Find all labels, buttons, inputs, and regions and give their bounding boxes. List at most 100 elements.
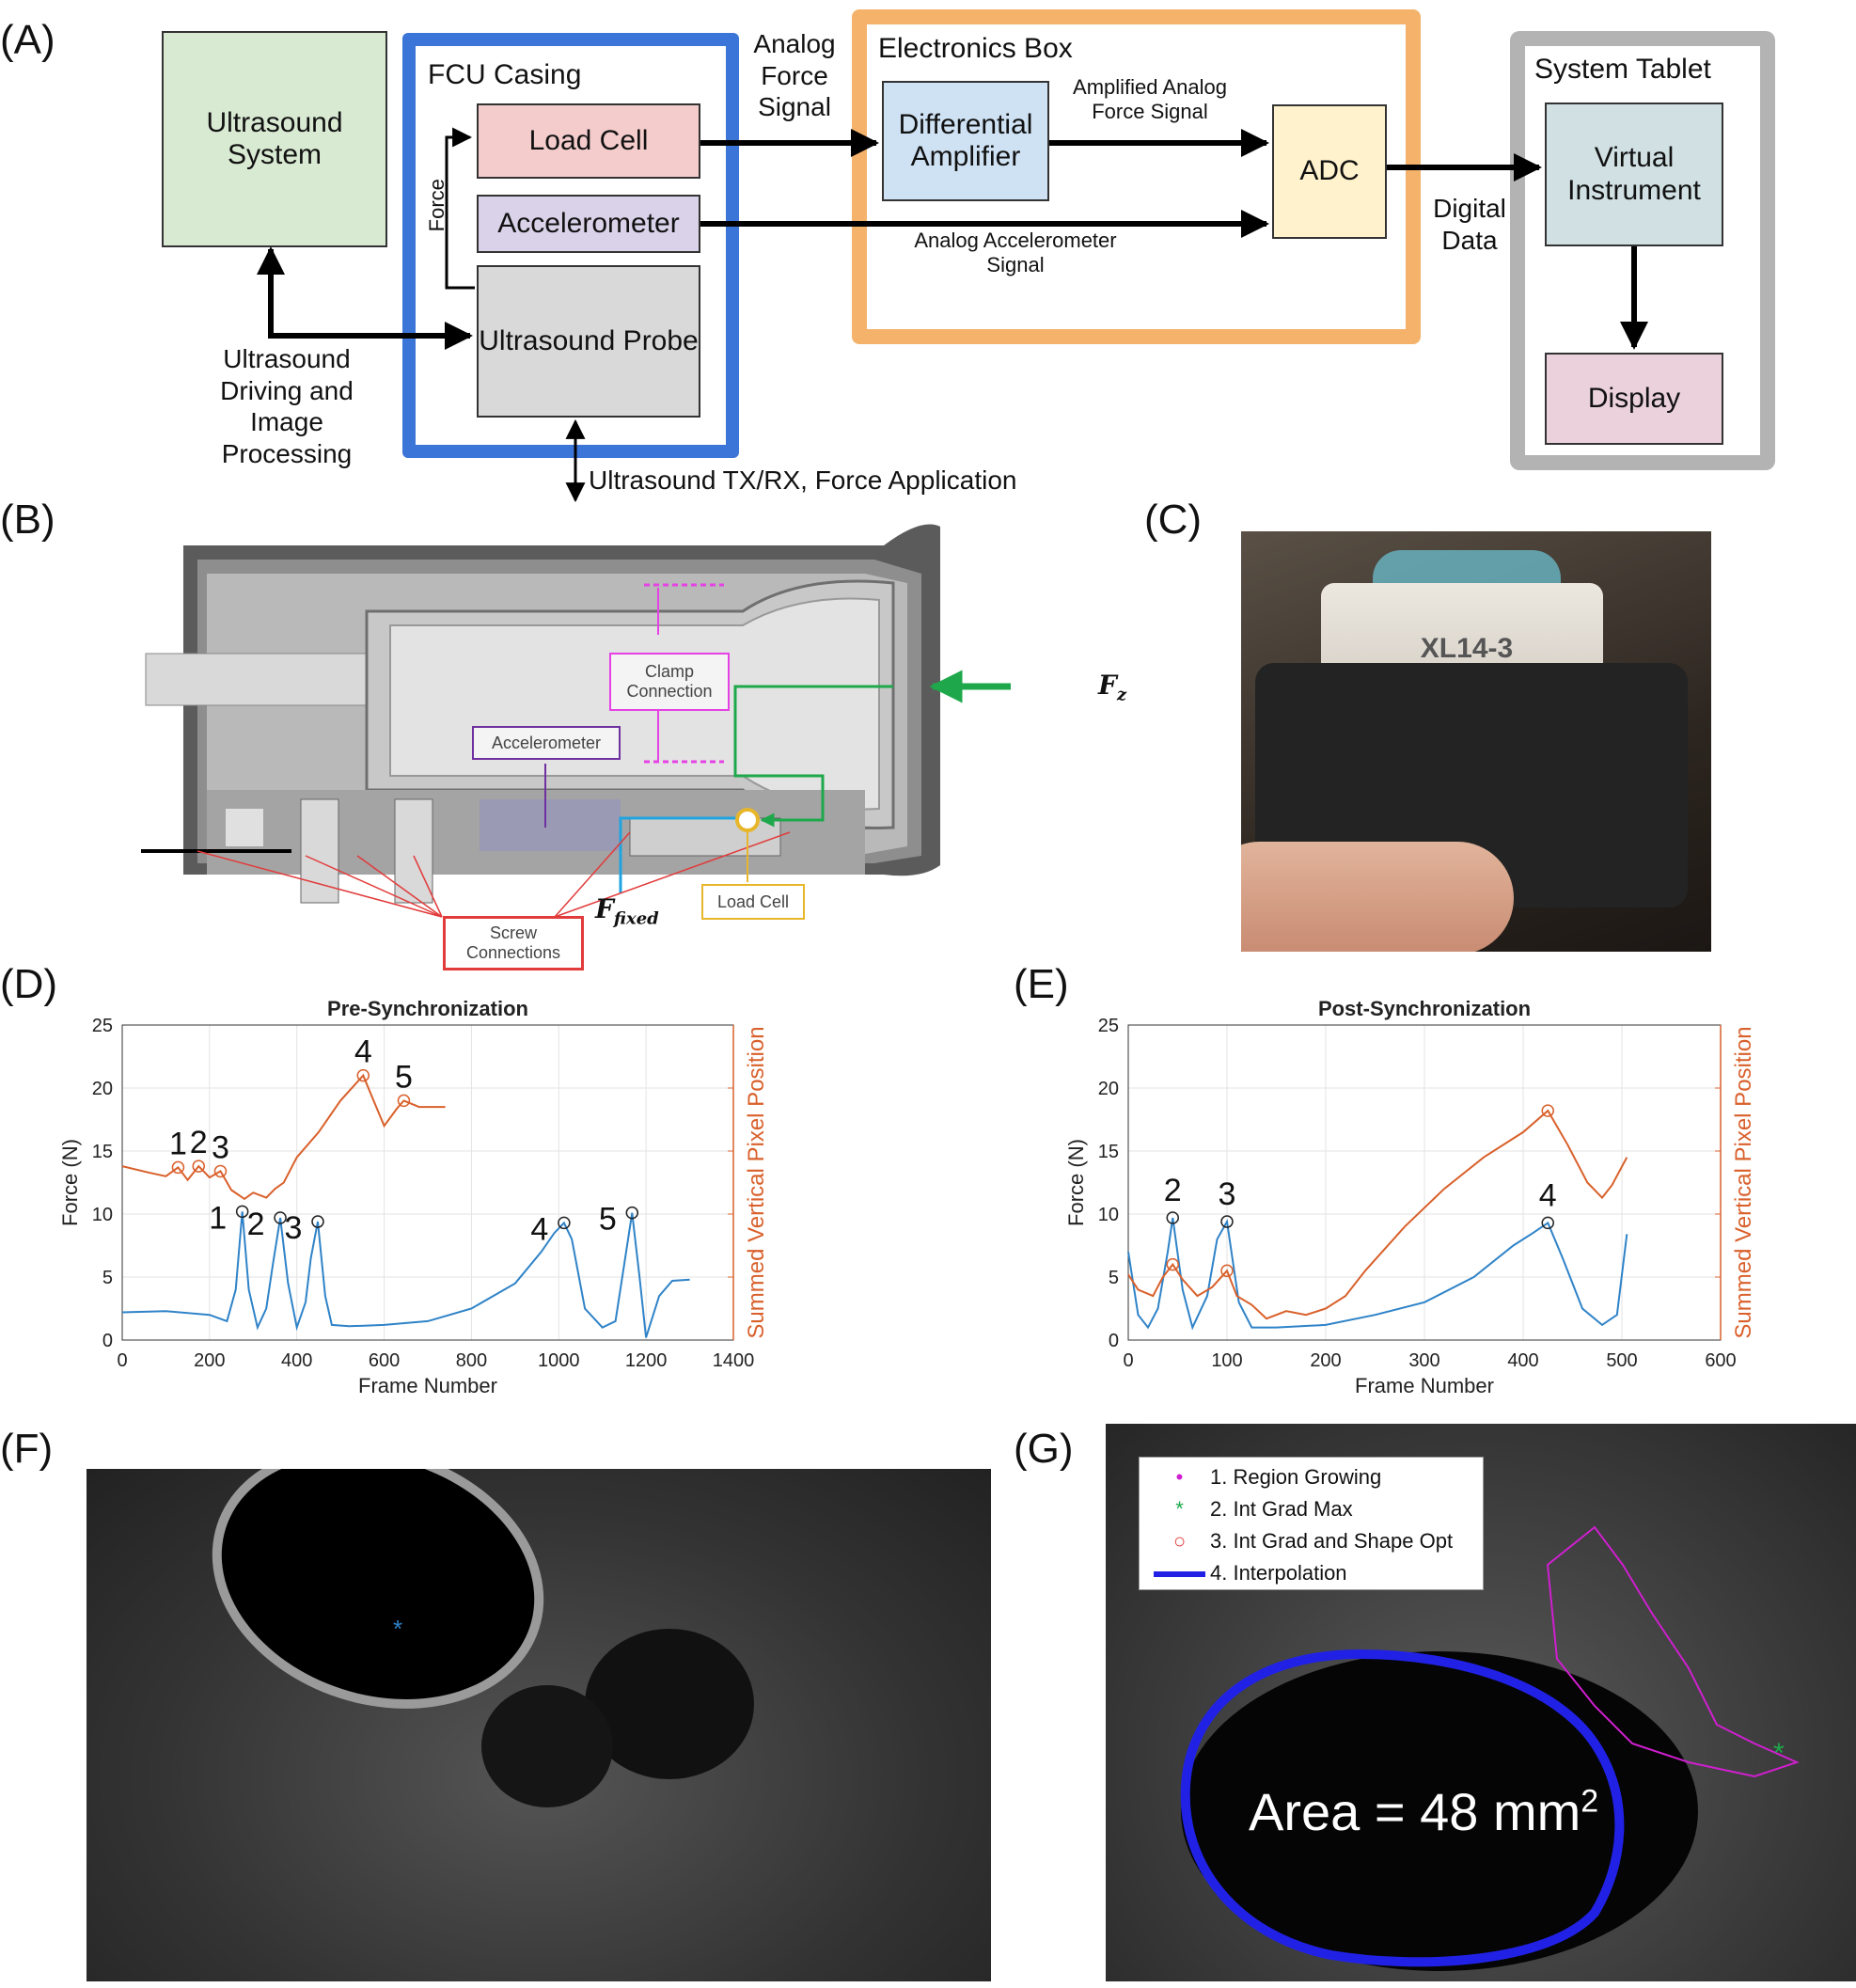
x-tick-label: 600	[1705, 1350, 1736, 1371]
y-tick-label: 5	[1109, 1268, 1119, 1288]
load-cell-cad-label: Load Cell	[701, 884, 805, 920]
panel-letter-d: (D)	[0, 961, 58, 1007]
cad-cross-section	[141, 524, 1011, 918]
system-tablet-title: System Tablet	[1534, 54, 1711, 85]
x-axis-label: Frame Number	[358, 1374, 497, 1397]
y-axis-label: Force (N)	[58, 1139, 82, 1226]
differential-amplifier-box: Differential Amplifier	[882, 81, 1049, 201]
panel-letter-e: (E)	[1014, 961, 1069, 1007]
panel-letter-f: (F)	[0, 1426, 54, 1472]
probe-photo: XL14-3	[1241, 531, 1711, 952]
y-tick-label: 25	[1098, 1016, 1119, 1036]
x-tick-label: 400	[281, 1350, 312, 1371]
probe-model-label: XL14-3	[1420, 633, 1514, 664]
panel-letter-g: (G)	[1014, 1426, 1074, 1472]
panel-letter-b: (B)	[0, 497, 55, 543]
y-tick-label: 0	[1109, 1331, 1119, 1351]
legend-item-region-growing: •1. Region Growing	[1175, 1465, 1382, 1489]
x-tick-label: 0	[1123, 1350, 1133, 1371]
peak-label: 1	[169, 1126, 187, 1161]
accelerometer-cad-label: Accelerometer	[472, 726, 621, 760]
panel-letter-c: (C)	[1144, 497, 1203, 543]
block-diagram-arrows	[257, 127, 1648, 503]
system-tablet-frame	[1510, 31, 1775, 470]
x-tick-label: 600	[369, 1350, 400, 1371]
y-tick-label: 15	[1098, 1142, 1119, 1162]
y-tick-label: 20	[1098, 1079, 1119, 1099]
y2-axis-label: Summed Vertical Pixel Position	[1731, 1026, 1756, 1338]
adc-box: ADC	[1272, 104, 1387, 239]
series-line	[121, 1211, 690, 1338]
series-line	[121, 1073, 446, 1201]
ultrasound-image-f: *	[87, 1469, 991, 1981]
peak-marker	[274, 1211, 287, 1224]
x-tick-label: 1200	[625, 1350, 668, 1371]
analog-accel-signal-label: Analog Accelerometer Signal	[914, 229, 1117, 277]
peak-label: 5	[395, 1059, 413, 1095]
x-tick-label: 200	[194, 1350, 225, 1371]
peak-marker	[625, 1206, 639, 1220]
legend-item-int-grad-max: *2. Int Grad Max	[1175, 1497, 1353, 1521]
peak-marker	[1166, 1257, 1179, 1271]
clamp-connection-label: Clamp Connection	[609, 653, 730, 711]
fz-label: Fz	[1098, 670, 1127, 705]
x-tick-label: 400	[1507, 1350, 1538, 1371]
driving-label: Ultrasound Driving and Image Processing	[220, 344, 354, 468]
series-line	[1127, 1109, 1628, 1320]
electronics-box-title: Electronics Box	[878, 33, 1073, 64]
y-tick-label: 20	[92, 1079, 113, 1099]
panel-letter-a: (A)	[0, 17, 55, 63]
ffixed-label: Ffixed	[595, 893, 659, 929]
peak-label: 2	[1164, 1173, 1182, 1208]
x-tick-label: 1000	[538, 1350, 580, 1371]
chart-title: Pre-Synchronization	[327, 997, 528, 1020]
peak-label: 4	[354, 1034, 372, 1070]
peak-marker	[1220, 1264, 1234, 1278]
peak-marker	[235, 1205, 249, 1219]
center-marker-icon: *	[393, 1615, 403, 1643]
svg-text:*: *	[1773, 1738, 1785, 1769]
series-line	[1127, 1217, 1628, 1331]
ultrasound-system-box: Ultrasound System	[162, 31, 387, 247]
x-tick-label: 200	[1310, 1350, 1341, 1371]
x-tick-label: 500	[1606, 1350, 1637, 1371]
x-tick-label: 800	[456, 1350, 487, 1371]
electronics-box-frame	[852, 9, 1421, 344]
peak-label: 5	[599, 1202, 617, 1238]
y-tick-label: 5	[102, 1268, 113, 1288]
peak-marker	[192, 1160, 205, 1173]
display-box: Display	[1545, 353, 1723, 445]
chart-title: Post-Synchronization	[1318, 997, 1531, 1020]
peak-marker	[213, 1164, 228, 1178]
peak-marker	[356, 1068, 370, 1082]
peak-label: 4	[530, 1211, 548, 1247]
y-tick-label: 0	[102, 1331, 113, 1351]
peak-marker	[1220, 1215, 1234, 1228]
txrx-label: Ultrasound TX/RX, Force Application	[589, 465, 1017, 495]
y-axis-label: Force (N)	[1064, 1139, 1088, 1226]
load-cell-box: Load Cell	[477, 103, 700, 179]
peak-marker	[171, 1160, 185, 1175]
virtual-instrument-box: Virtual Instrument	[1545, 103, 1723, 246]
screw-connections-label: Screw Connections	[443, 916, 584, 970]
amplified-signal-label: Amplified Analog Force Signal	[1073, 75, 1227, 124]
x-tick-label: 100	[1211, 1350, 1242, 1371]
segmentation-overlay: *	[1180, 1525, 1800, 1971]
peak-label: 2	[247, 1207, 265, 1242]
y-tick-label: 25	[92, 1016, 113, 1036]
peak-label: 3	[1219, 1176, 1236, 1212]
peak-marker	[397, 1094, 411, 1108]
peak-marker	[558, 1216, 571, 1230]
x-tick-label: 300	[1408, 1350, 1439, 1371]
peak-marker	[1166, 1211, 1179, 1224]
x-tick-label: 1400	[713, 1350, 755, 1371]
peak-label: 2	[190, 1125, 208, 1160]
peak-marker	[1541, 1216, 1554, 1230]
area-label: Area = 48 mm2	[1249, 1782, 1599, 1841]
peak-label: 4	[1539, 1177, 1557, 1213]
x-tick-label: 0	[117, 1350, 127, 1371]
legend-item-shape-opt: ○3. Int Grad and Shape Opt	[1172, 1529, 1454, 1553]
ultrasound-image-g: * •1. Region Growing *2. Int Grad Max ○3…	[1106, 1424, 1856, 1981]
peak-label: 3	[285, 1210, 303, 1246]
